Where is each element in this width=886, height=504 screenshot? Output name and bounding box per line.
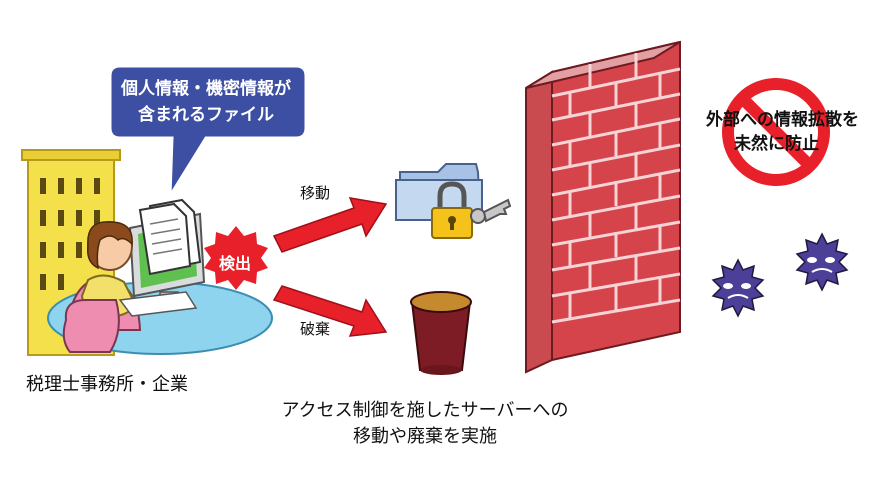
- virus-icon: [795, 232, 849, 292]
- trash-bin-icon: [410, 291, 472, 375]
- bubble-text: 個人情報・機密情報が 含まれるファイル: [116, 76, 296, 128]
- move-arrow: [272, 197, 388, 253]
- prevention-line-1: 外部への情報拡散を: [706, 110, 859, 130]
- office-label: 税理士事務所・企業: [26, 374, 188, 395]
- virus-icon: [711, 258, 765, 318]
- caption-line-2: 移動や廃棄を実施: [353, 426, 497, 447]
- detect-badge: [204, 226, 268, 290]
- discard-label: 破棄: [300, 320, 331, 338]
- firewall-wall-icon: [525, 40, 681, 374]
- discard-arrow: [272, 285, 388, 337]
- prevention-text: 外部への情報拡散を 未然に防止: [706, 108, 859, 156]
- bubble-line-2: 含まれるファイル: [138, 105, 274, 125]
- caption: アクセス制御を施したサーバーへの 移動や廃棄を実施: [250, 398, 600, 450]
- document-icon: [138, 198, 202, 276]
- caption-line-1: アクセス制御を施したサーバーへの: [281, 400, 569, 421]
- bubble-line-1: 個人情報・機密情報が: [121, 79, 291, 99]
- prevention-line-2: 未然に防止: [734, 134, 819, 154]
- detect-badge-label: 検出: [219, 254, 252, 273]
- speech-bubble: [108, 64, 308, 202]
- locked-folder-icon: [395, 163, 512, 239]
- move-label: 移動: [300, 184, 331, 202]
- keyboard: [118, 291, 198, 317]
- chair: [62, 299, 120, 353]
- prohibit-icon: [722, 78, 830, 186]
